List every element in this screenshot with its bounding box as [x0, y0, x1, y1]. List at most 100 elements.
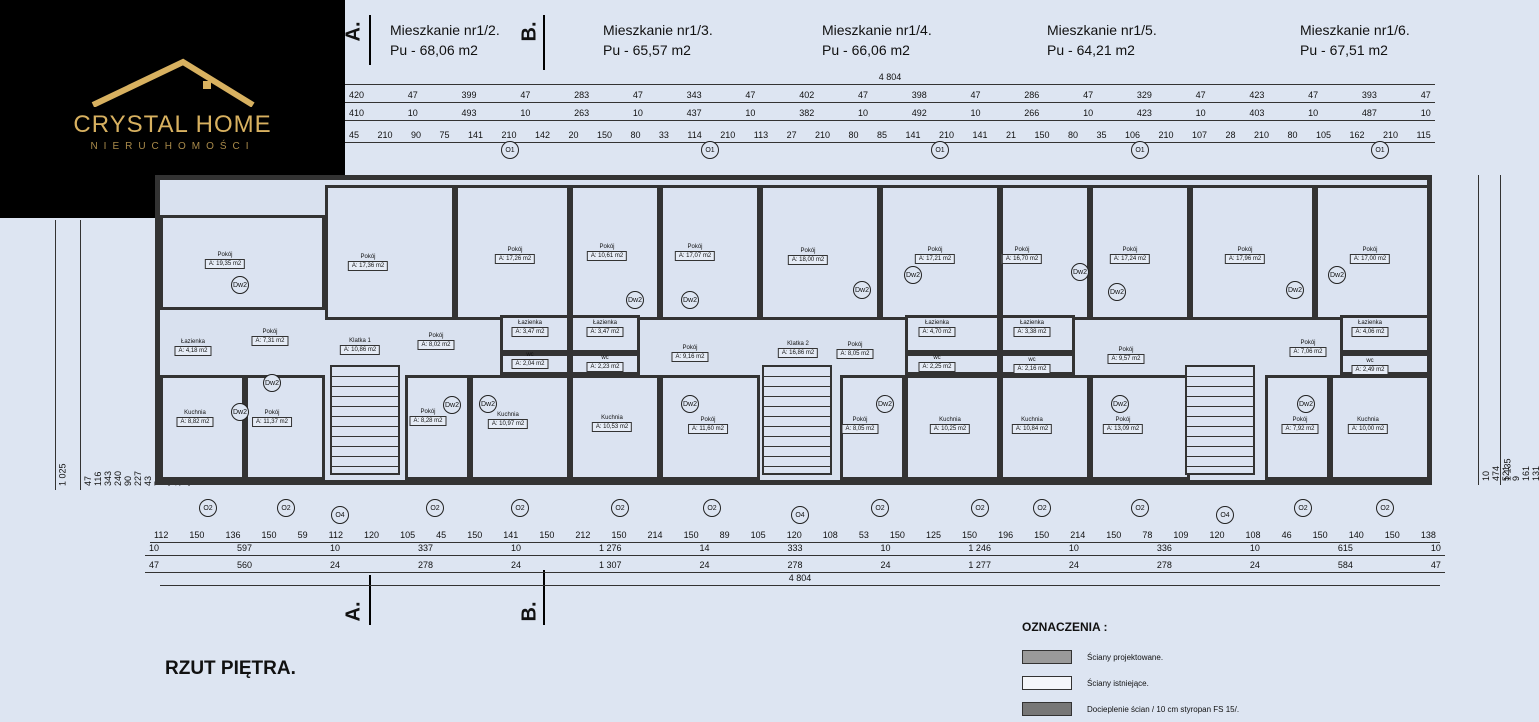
dimension-value: 24 [510, 560, 521, 570]
dimension-value: 47 [745, 90, 756, 100]
logo-name: CRYSTAL HOME [73, 110, 272, 138]
dimension-value: 109 [1173, 530, 1189, 540]
dimension-value: 116 [93, 471, 103, 486]
apartment-label: Mieszkanie nr1/2.Pu - 68,06 m2 [390, 22, 500, 58]
dimension-value: 107 [1191, 130, 1207, 140]
room-name: Kuchnia [1021, 417, 1043, 423]
staircase [330, 365, 400, 475]
dimension-value: 210 [720, 130, 736, 140]
dimension-value: 80 [630, 130, 641, 140]
room-area: A: 17,26 m2 [494, 254, 536, 264]
dimension-value: 210 [939, 130, 955, 140]
legend-item: Docieplenie ścian / 10 cm styropan FS 15… [1022, 696, 1239, 722]
dimension-value: 150 [683, 530, 699, 540]
dimension-value: 210 [815, 130, 831, 140]
dimension-value: 53 [858, 530, 869, 540]
room-name: Pokój [264, 410, 280, 416]
dimension-value: 150 [1312, 530, 1328, 540]
dimension-chain-left: 471163432409022743749031442 [80, 220, 193, 490]
dimension-value: 1 277 [968, 560, 991, 570]
dimension-value: 210 [1158, 130, 1174, 140]
room-area: A: 10,25 m2 [929, 424, 971, 434]
room-area: A: 17,21 m2 [914, 254, 956, 264]
section-line [369, 575, 371, 625]
dimension-value: 112 [328, 530, 343, 540]
window-tag-door: Dw2 [479, 395, 497, 413]
dimension-value: 150 [261, 530, 277, 540]
room-area: A: 8,82 m2 [176, 417, 214, 427]
dimension-value: 20 [568, 130, 579, 140]
dimension-value: 150 [1106, 530, 1122, 540]
dimension-value: 47 [1430, 560, 1441, 570]
room-name: Pokój [852, 417, 868, 423]
dimension-value: 10 [407, 108, 418, 118]
window-tag-door: Dw2 [1108, 283, 1126, 301]
room-name: Łazienka [1357, 320, 1383, 326]
room-name: Pokój [1122, 247, 1138, 253]
room-outline [1090, 185, 1190, 320]
room-name: wc [526, 352, 534, 358]
logo-subtitle: NIERUCHOMOŚCI [90, 140, 255, 152]
room-name: Pokój [360, 254, 376, 260]
room-area: A: 16,86 m2 [777, 348, 819, 358]
dimension-value: 10 [1481, 470, 1491, 481]
dimension-value: 278 [787, 560, 803, 570]
dimension-value: 162 [1349, 130, 1365, 140]
window-tag-door: Dw2 [853, 281, 871, 299]
room-area: A: 7,06 m2 [1289, 347, 1327, 357]
room-area: A: 7,31 m2 [251, 336, 289, 346]
dimension-value: 24 [699, 560, 710, 570]
room-area: A: 2,16 m2 [1013, 364, 1051, 374]
dimension-value: 141 [503, 530, 519, 540]
dimension-value: 615 [1337, 543, 1353, 553]
room-area: A: 17,00 m2 [1349, 254, 1391, 264]
dimension-value: 141 [972, 130, 988, 140]
dimension-value: 24 [1068, 560, 1079, 570]
house-roof-icon [91, 58, 255, 107]
dimension-value: 10 [149, 543, 160, 553]
window-tag-bottom: O2 [611, 499, 629, 517]
dimension-value: 210 [501, 130, 517, 140]
apartment-label: Mieszkanie nr1/4.Pu - 66,06 m2 [822, 22, 932, 58]
room-area: A: 8,02 m2 [417, 340, 455, 350]
room-area: A: 2,04 m2 [511, 359, 549, 369]
dimension-value: 10 [970, 108, 981, 118]
room-name: Pokój [800, 248, 816, 254]
room-name: Łazienka [592, 320, 618, 326]
legend-swatch [1022, 676, 1072, 690]
dimension-value: 150 [467, 530, 483, 540]
dimension-value: 28 [1225, 130, 1236, 140]
dimension-value: 343 [103, 470, 113, 486]
window-tag-door: Dw2 [1111, 395, 1129, 413]
dimension-value: 393 [1361, 90, 1377, 100]
room-outline [1000, 185, 1090, 320]
room-name: Pokój [1237, 247, 1253, 253]
room-name: Pokój [507, 247, 523, 253]
dimension-value: 125 [925, 530, 941, 540]
room-area: A: 16,70 m2 [1001, 254, 1043, 264]
window-tag-door: Dw2 [681, 291, 699, 309]
dimension-value: 80 [1068, 130, 1079, 140]
room-name: wc [1028, 357, 1036, 363]
dimension-total-top: 4 804 [345, 72, 1435, 85]
dimension-value: 10 [880, 543, 891, 553]
dimension-value: 47 [83, 475, 93, 486]
dimension-value: 278 [1156, 560, 1172, 570]
room-area: A: 4,18 m2 [174, 346, 212, 356]
dimension-total-bottom: 4 804 [160, 573, 1440, 586]
dimension-value: 150 [596, 130, 612, 140]
